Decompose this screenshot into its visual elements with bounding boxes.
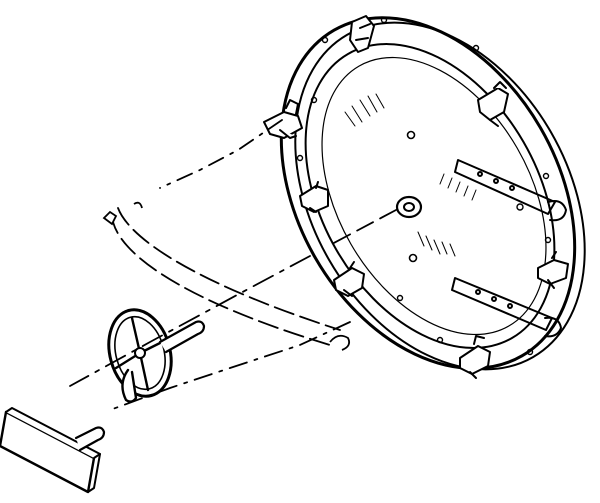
axis-centerline: [69, 255, 311, 387]
clamp-icon: [459, 335, 491, 379]
panel-shading: [344, 93, 477, 257]
hatch-inner-flange: [304, 43, 556, 349]
spindle: [158, 320, 206, 354]
panel-hole: [516, 203, 524, 211]
dogging-clamps: [263, 15, 569, 379]
mounting-plate: [0, 407, 106, 494]
pin-icon: [102, 210, 118, 226]
rim-bolts: [296, 16, 552, 356]
clamp-icon: [537, 251, 569, 289]
upper-guide-line: [159, 119, 283, 189]
plate-edge: [87, 453, 101, 493]
clamp-icon: [299, 181, 329, 213]
curved-linkage: [117, 207, 341, 331]
center-hub: [395, 195, 423, 219]
clamp-icon: [349, 15, 375, 53]
pin-icon: [133, 201, 143, 209]
pin-icon: [329, 334, 351, 351]
locking-bar-lower: [451, 277, 562, 338]
panel-hole: [406, 130, 416, 140]
locking-bar-upper: [454, 159, 567, 222]
hatch-cover: [279, 16, 586, 371]
clamp-icon: [477, 81, 509, 127]
plate-face: [0, 410, 96, 494]
hatch-outer-rim: [279, 16, 577, 370]
clamp-icon: [333, 261, 365, 297]
axis-centerline: [329, 209, 397, 246]
clamp-icon: [263, 99, 303, 139]
hatch-rim-edge: [294, 21, 586, 371]
handwheel-hub: [134, 347, 146, 359]
curved-linkage: [111, 213, 331, 346]
panel-hole: [408, 253, 418, 263]
handwheel-handle: [121, 368, 138, 403]
hatch-panel: [321, 56, 547, 336]
linkage-pins: [102, 201, 351, 351]
handwheel: [107, 308, 206, 403]
plate-spindle: [74, 426, 106, 452]
plate-edge: [5, 407, 101, 459]
